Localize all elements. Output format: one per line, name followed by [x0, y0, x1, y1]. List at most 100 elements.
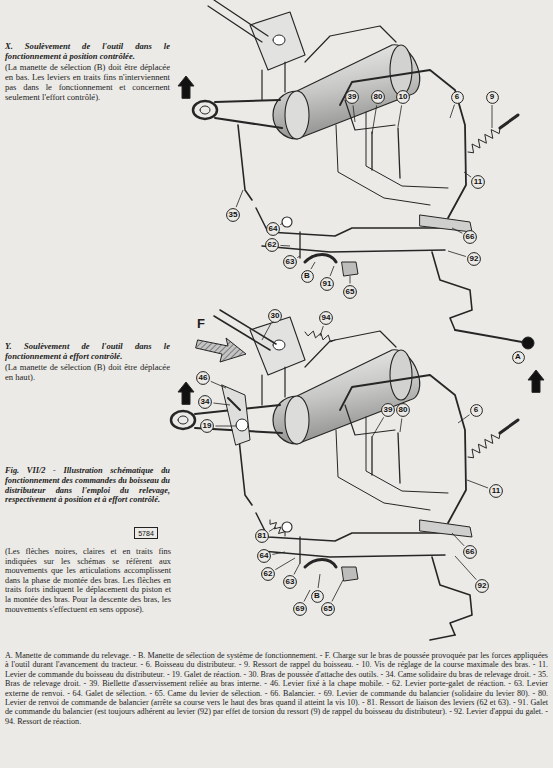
lift-arm: [238, 125, 252, 200]
lift-arm-eye: [171, 411, 195, 429]
callout-label: A: [515, 353, 521, 361]
callout-number: 63: [283, 255, 297, 269]
mobile-clevis-lever: [222, 385, 250, 445]
control-rod: [432, 252, 472, 330]
housing-top: [305, 331, 396, 367]
return-spring: [468, 128, 500, 153]
bracket-plate: [250, 317, 305, 375]
housing-end-face: [390, 350, 412, 400]
callout-label: 81: [258, 532, 267, 540]
callout-number: 66: [463, 230, 477, 244]
force-label: F: [197, 316, 205, 331]
callout-label: 46: [199, 374, 208, 382]
callout-label: 91: [323, 280, 332, 288]
link-rod: [372, 433, 400, 483]
figure-caption: Fig. VII/2 - Illustration schématique du…: [5, 466, 170, 505]
reaction-spring: [305, 331, 335, 342]
leader-line: [467, 480, 488, 488]
rocker: [420, 215, 472, 232]
leader-line: [450, 105, 454, 118]
bottom-parts: [171, 310, 455, 640]
callout-label: 63: [286, 258, 295, 266]
callout-number: 69: [293, 602, 307, 616]
leader-line: [332, 580, 343, 601]
mechanism-top: [178, 0, 544, 392]
callout-label: 80: [399, 406, 408, 414]
callout-circle: [320, 312, 333, 325]
callout-label: B: [304, 272, 310, 280]
control-rod: [455, 330, 522, 342]
arm-cam: [228, 398, 240, 410]
callout-number: 92: [467, 252, 481, 266]
figure-number: 5784: [138, 530, 154, 537]
leader-line: [280, 223, 283, 225]
callout-circle: [311, 590, 323, 602]
callout-circle: [472, 176, 485, 189]
lift-arm-hole: [178, 416, 188, 424]
top-parts: [178, 0, 544, 392]
callout-label: 66: [466, 233, 475, 241]
lift-arm-hole: [200, 106, 210, 114]
housing-top: [305, 26, 396, 62]
reaction-lever: [256, 513, 440, 541]
leader-line: [318, 574, 320, 588]
callout-circle: [262, 568, 275, 581]
control-lever-frame: [340, 70, 466, 218]
callout-circle: [256, 530, 269, 543]
callout-number: 6: [451, 91, 464, 104]
callout-circle: [464, 231, 477, 244]
leader-lines: [211, 105, 492, 602]
upper-rod: [208, 0, 268, 42]
callout-circle: [284, 256, 297, 269]
callout-circle: [321, 278, 334, 291]
leader-line: [372, 417, 384, 437]
callout-number: 80: [396, 403, 410, 417]
lift-arm: [215, 100, 282, 128]
thin-lever: [366, 417, 448, 493]
callout-number: 62: [261, 567, 275, 581]
callout-number: A: [512, 351, 525, 364]
callout-circle: [486, 91, 498, 103]
callout-circle: [201, 420, 214, 433]
callout-label: 39: [384, 406, 393, 414]
leader-line: [297, 256, 300, 258]
housing-end-face: [285, 91, 309, 139]
thin-lever: [366, 112, 448, 188]
callout-label: 94: [322, 314, 331, 322]
leader-line: [304, 590, 310, 601]
callout-circle: [372, 91, 385, 104]
callout-number: 65: [321, 602, 335, 616]
callout-number: 39: [345, 90, 359, 104]
callout-circle: [227, 209, 240, 222]
selection-roller: [282, 217, 292, 227]
small-lever: [345, 100, 395, 130]
leader-line: [216, 426, 237, 427]
callout-label: 35: [229, 211, 238, 219]
callout-label: 11: [474, 178, 482, 186]
mechanism-bottom: [238, 317, 518, 635]
legend-text: A. Manette de commande du relevage. - B.…: [5, 651, 548, 726]
callout-label: 9: [490, 93, 494, 101]
leader-line: [330, 266, 334, 276]
callout-number: 10: [396, 90, 410, 104]
thin-lever: [336, 125, 430, 205]
leader-line: [398, 105, 402, 127]
leader-line: [269, 527, 276, 531]
caption-note: (Les flèches noires, claires et en trait…: [5, 547, 171, 614]
thin-lever: [336, 430, 430, 510]
callout-circle: [197, 372, 210, 385]
callout-number: 46: [196, 371, 210, 385]
bracket-plate: [250, 12, 305, 70]
leader-line: [400, 418, 402, 432]
callout-label: 39: [348, 93, 357, 101]
callout-circle: [344, 286, 357, 299]
callout-circle: [464, 546, 477, 559]
push-arm: [214, 310, 276, 350]
callout-number: 11: [489, 484, 503, 498]
callout-circle: [294, 603, 307, 616]
bracket-hole: [273, 35, 285, 45]
control-rod: [430, 635, 455, 640]
leader-line: [236, 190, 243, 207]
leader-line: [311, 262, 315, 269]
callout-circle: [490, 485, 503, 498]
